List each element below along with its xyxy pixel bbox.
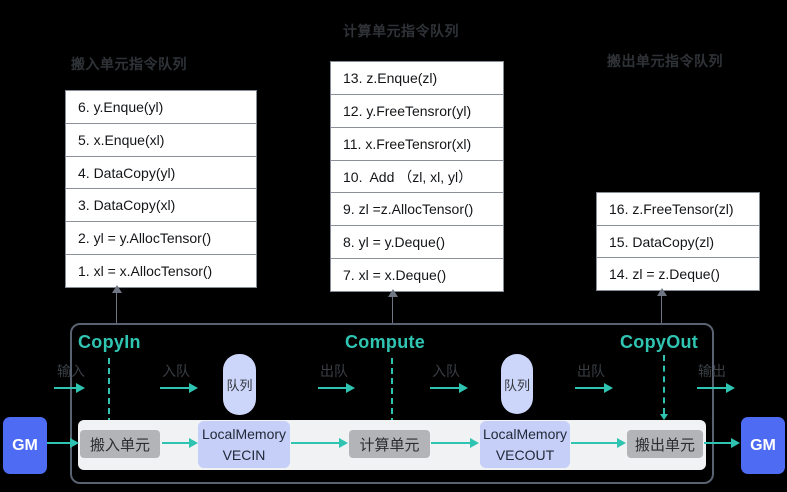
gm-left: GM: [3, 417, 47, 474]
local-memory-label: LocalMemory: [482, 426, 568, 443]
input-label: 输入: [57, 363, 85, 379]
movein-instruction-queue: 6. y.Enque(yl) 5. x.Enque(xl) 4. DataCop…: [65, 90, 257, 288]
flow-arrow-icon: [697, 383, 735, 393]
queue-item: 3. DataCopy(xl): [66, 188, 256, 221]
stage-copyout-label: CopyOut: [620, 332, 699, 352]
flow-arrow-icon: [54, 383, 85, 393]
stage-compute-label: Compute: [345, 332, 426, 352]
dashed-connector-icon: [105, 358, 113, 430]
compute-instruction-queue: 13. z.Enque(zl) 12. y.FreeTensror(yl) 11…: [330, 61, 504, 292]
queue-item: 16. z.FreeTensor(zl): [609, 200, 734, 217]
dashed-connector-icon: [388, 358, 396, 430]
enqueue-label: 入队: [432, 363, 460, 379]
queue-item: 11. x.FreeTensror(xl): [331, 126, 503, 160]
compute-queue-title: 计算单元指令队列: [343, 23, 459, 39]
queue-cylinder: 队列: [501, 354, 533, 414]
flow-arrow-icon: [431, 438, 479, 448]
flow-arrow-icon: [571, 438, 626, 448]
flow-arrow-icon: [575, 383, 613, 393]
local-memory-label: LocalMemory: [201, 426, 287, 443]
queue-cylinder: 队列: [223, 354, 256, 415]
flow-arrow-icon: [162, 438, 198, 448]
moveout-instruction-queue: 16. z.FreeTensor(zl) 15. DataCopy(zl) 14…: [596, 192, 760, 291]
local-memory-vecin: LocalMemory VECIN: [198, 421, 290, 468]
queue-item: 5. x.Enque(xl): [66, 122, 256, 156]
vecin-label: VECIN: [222, 446, 266, 463]
dequeue-label: 出队: [577, 363, 605, 379]
queue-item: 12. y.FreeTensror(yl): [331, 93, 503, 127]
flow-arrow-icon: [430, 383, 468, 393]
movein-queue-title: 搬入单元指令队列: [71, 56, 187, 72]
moveout-unit: 搬出单元: [627, 430, 703, 458]
queue-item: 8. yl = y.Deque(): [331, 225, 503, 258]
queue-item: 1. xl = x.AllocTensor(): [66, 254, 256, 287]
pipeline-container: [70, 323, 714, 484]
local-memory-vecout: LocalMemory VECOUT: [480, 421, 570, 468]
enqueue-label: 入队: [162, 363, 190, 379]
flow-arrow-icon: [704, 438, 740, 448]
moveout-queue-title: 搬出单元指令队列: [607, 53, 723, 69]
stage-copyin-label: CopyIn: [78, 332, 141, 352]
vecout-label: VECOUT: [495, 446, 555, 463]
flow-arrow-icon: [46, 438, 79, 448]
queue-item: 9. zl =z.AllocTensor(): [331, 192, 503, 225]
queue-item: 4. DataCopy(yl): [66, 155, 256, 189]
queue-item: 7. xl = x.Deque(): [331, 258, 503, 291]
dequeue-label: 出队: [320, 363, 348, 379]
flow-arrow-icon: [318, 383, 355, 393]
queue-item: 15. DataCopy(zl): [597, 224, 759, 258]
queue-item: 10. Add （zl, xl, yl）: [331, 159, 503, 193]
flow-arrow-icon: [291, 438, 348, 448]
compute-unit: 计算单元: [349, 430, 430, 458]
queue-item: 13. z.Enque(zl): [343, 69, 438, 86]
flow-arrow-icon: [160, 383, 198, 393]
queue-item: 6. y.Enque(yl): [78, 98, 164, 115]
output-label: 输出: [698, 363, 726, 379]
dashed-connector-icon: [660, 355, 668, 420]
queue-item: 2. yl = y.AllocTensor(): [66, 221, 256, 254]
connector-arrow-up-icon: [656, 288, 667, 323]
gm-right: GM: [741, 417, 785, 474]
movein-unit: 搬入单元: [80, 430, 160, 458]
queue-item: 14. zl = z.Deque(): [597, 257, 759, 290]
connector-arrow-up-icon: [111, 285, 122, 323]
connector-arrow-up-icon: [387, 289, 398, 323]
